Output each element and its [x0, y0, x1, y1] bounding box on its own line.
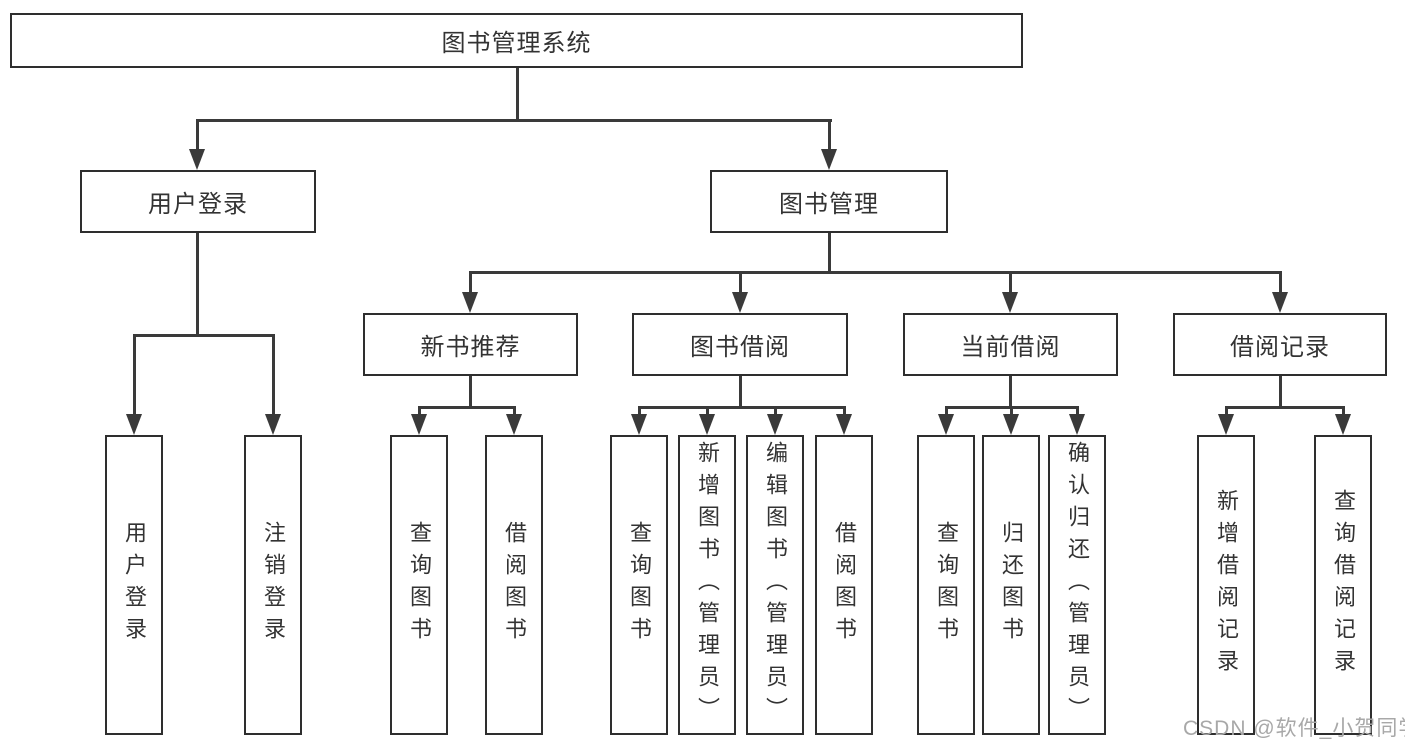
arrowhead-leaf-add-books — [699, 414, 715, 435]
arrowhead-leaf-query-borrow-record — [1335, 414, 1351, 435]
leaf-label: 归还图书 — [999, 521, 1024, 649]
leaf-label: 新增借阅记录 — [1214, 489, 1239, 681]
node-current-borrowing: 当前借阅 — [903, 313, 1118, 376]
node-borrowing-records: 借阅记录 — [1173, 313, 1387, 376]
edge-root-stem — [516, 68, 519, 120]
edge-to-leaf — [843, 406, 846, 415]
arrowhead-new-book-rec — [462, 292, 478, 313]
edge-to-new-book-rec — [469, 271, 472, 293]
leaf-confirm-return-admin: 确认归还（管理员） — [1048, 435, 1106, 735]
edge-book-mgmt-rail — [469, 271, 1282, 274]
arrowhead-leaf-edit-books — [767, 414, 783, 435]
edge-to-leaf — [1076, 406, 1079, 415]
node-label: 借阅记录 — [1230, 334, 1330, 361]
edge-current-borrowing-stem — [1009, 376, 1012, 409]
edge-to-leaf — [945, 406, 948, 415]
leaf-label: 新增图书（管理员） — [695, 441, 720, 729]
arrowhead-leaf-confirm-return — [1069, 414, 1085, 435]
edge-to-leaf — [513, 406, 516, 415]
leaf-query-books-recommendation: 查询图书 — [390, 435, 448, 735]
leaf-label: 注销登录 — [261, 521, 286, 649]
edge-to-borrowing-records — [1279, 271, 1282, 293]
leaf-label: 查询图书 — [627, 521, 652, 649]
arrowhead-leaf-borrow-books-2 — [836, 414, 852, 435]
leaf-query-books-borrowing: 查询图书 — [610, 435, 668, 735]
leaf-borrow-books: 借阅图书 — [815, 435, 873, 735]
node-label: 图书管理 — [779, 191, 879, 218]
edge-new-book-rec-stem — [469, 376, 472, 409]
edge-borrowing-records-stem — [1279, 376, 1282, 409]
node-label: 新书推荐 — [420, 334, 521, 361]
arrowhead-leaf-user-login — [126, 414, 142, 435]
node-label: 图书借阅 — [690, 334, 790, 361]
node-label: 用户登录 — [148, 191, 248, 218]
arrowhead-leaf-return-books — [1003, 414, 1019, 435]
arrowhead-leaf-query-books-2 — [631, 414, 647, 435]
node-label: 图书管理系统 — [441, 30, 592, 57]
node-user-login: 用户登录 — [80, 170, 316, 233]
edge-new-book-rec-rail — [418, 406, 516, 409]
edge-to-leaf — [418, 406, 421, 415]
leaf-return-books: 归还图书 — [982, 435, 1040, 735]
arrowhead-current-borrowing — [1002, 292, 1018, 313]
edge-to-leaf — [1225, 406, 1228, 415]
edge-to-current-borrowing — [1009, 271, 1012, 293]
leaf-query-borrow-record: 查询借阅记录 — [1314, 435, 1372, 735]
edge-to-leaf — [706, 406, 709, 415]
arrowhead-leaf-borrow-books-1 — [506, 414, 522, 435]
edge-to-book-management — [828, 119, 831, 151]
leaf-label: 用户登录 — [122, 521, 147, 649]
leaf-logout: 注销登录 — [244, 435, 302, 735]
leaf-user-login: 用户登录 — [105, 435, 163, 735]
edge-to-book-borrowing — [739, 271, 742, 293]
leaf-borrow-books-recommendation: 借阅图书 — [485, 435, 543, 735]
edge-to-leaf — [774, 406, 777, 415]
leaf-label: 查询图书 — [407, 521, 432, 649]
edge-user-login-rail — [133, 334, 275, 337]
leaf-label: 借阅图书 — [832, 521, 857, 649]
leaf-label: 查询图书 — [934, 521, 959, 649]
node-book-borrowing: 图书借阅 — [632, 313, 848, 376]
leaf-label: 编辑图书（管理员） — [763, 441, 788, 729]
edge-book-borrowing-rail — [638, 406, 845, 409]
arrowhead-leaf-logout — [265, 414, 281, 435]
edge-book-mgmt-stem — [828, 233, 831, 273]
node-library-management-system: 图书管理系统 — [10, 13, 1023, 68]
leaf-add-borrow-record: 新增借阅记录 — [1197, 435, 1255, 735]
node-new-book-recommendation: 新书推荐 — [363, 313, 578, 376]
edge-to-leaf — [638, 406, 641, 415]
csdn-watermark: CSDN @软件_小贺同学 — [1183, 717, 1405, 740]
edge-borrowing-records-rail — [1225, 406, 1344, 409]
arrowhead-book-management — [821, 149, 837, 170]
arrowhead-leaf-add-borrow-record — [1218, 414, 1234, 435]
edge-to-user-login — [196, 119, 199, 151]
edge-book-borrowing-stem — [739, 376, 742, 409]
leaf-query-books-current: 查询图书 — [917, 435, 975, 735]
leaf-label: 查询借阅记录 — [1331, 489, 1356, 681]
node-label: 当前借阅 — [960, 334, 1061, 361]
leaf-label: 确认归还（管理员） — [1065, 441, 1090, 729]
arrowhead-leaf-query-books-3 — [938, 414, 954, 435]
arrowhead-user-login — [189, 149, 205, 170]
node-book-management: 图书管理 — [710, 170, 948, 233]
leaf-add-books-admin: 新增图书（管理员） — [678, 435, 736, 735]
arrowhead-borrowing-records — [1272, 292, 1288, 313]
edge-user-login-stem — [196, 233, 199, 336]
edge-to-leaf-user-login — [133, 334, 136, 414]
edge-root-rail — [196, 119, 832, 122]
leaf-edit-books-admin: 编辑图书（管理员） — [746, 435, 804, 735]
edge-to-leaf-logout — [272, 334, 275, 414]
leaf-label: 借阅图书 — [502, 521, 527, 649]
edge-to-leaf — [1010, 406, 1013, 415]
arrowhead-book-borrowing — [732, 292, 748, 313]
arrowhead-leaf-query-books-1 — [411, 414, 427, 435]
edge-to-leaf — [1342, 406, 1345, 415]
